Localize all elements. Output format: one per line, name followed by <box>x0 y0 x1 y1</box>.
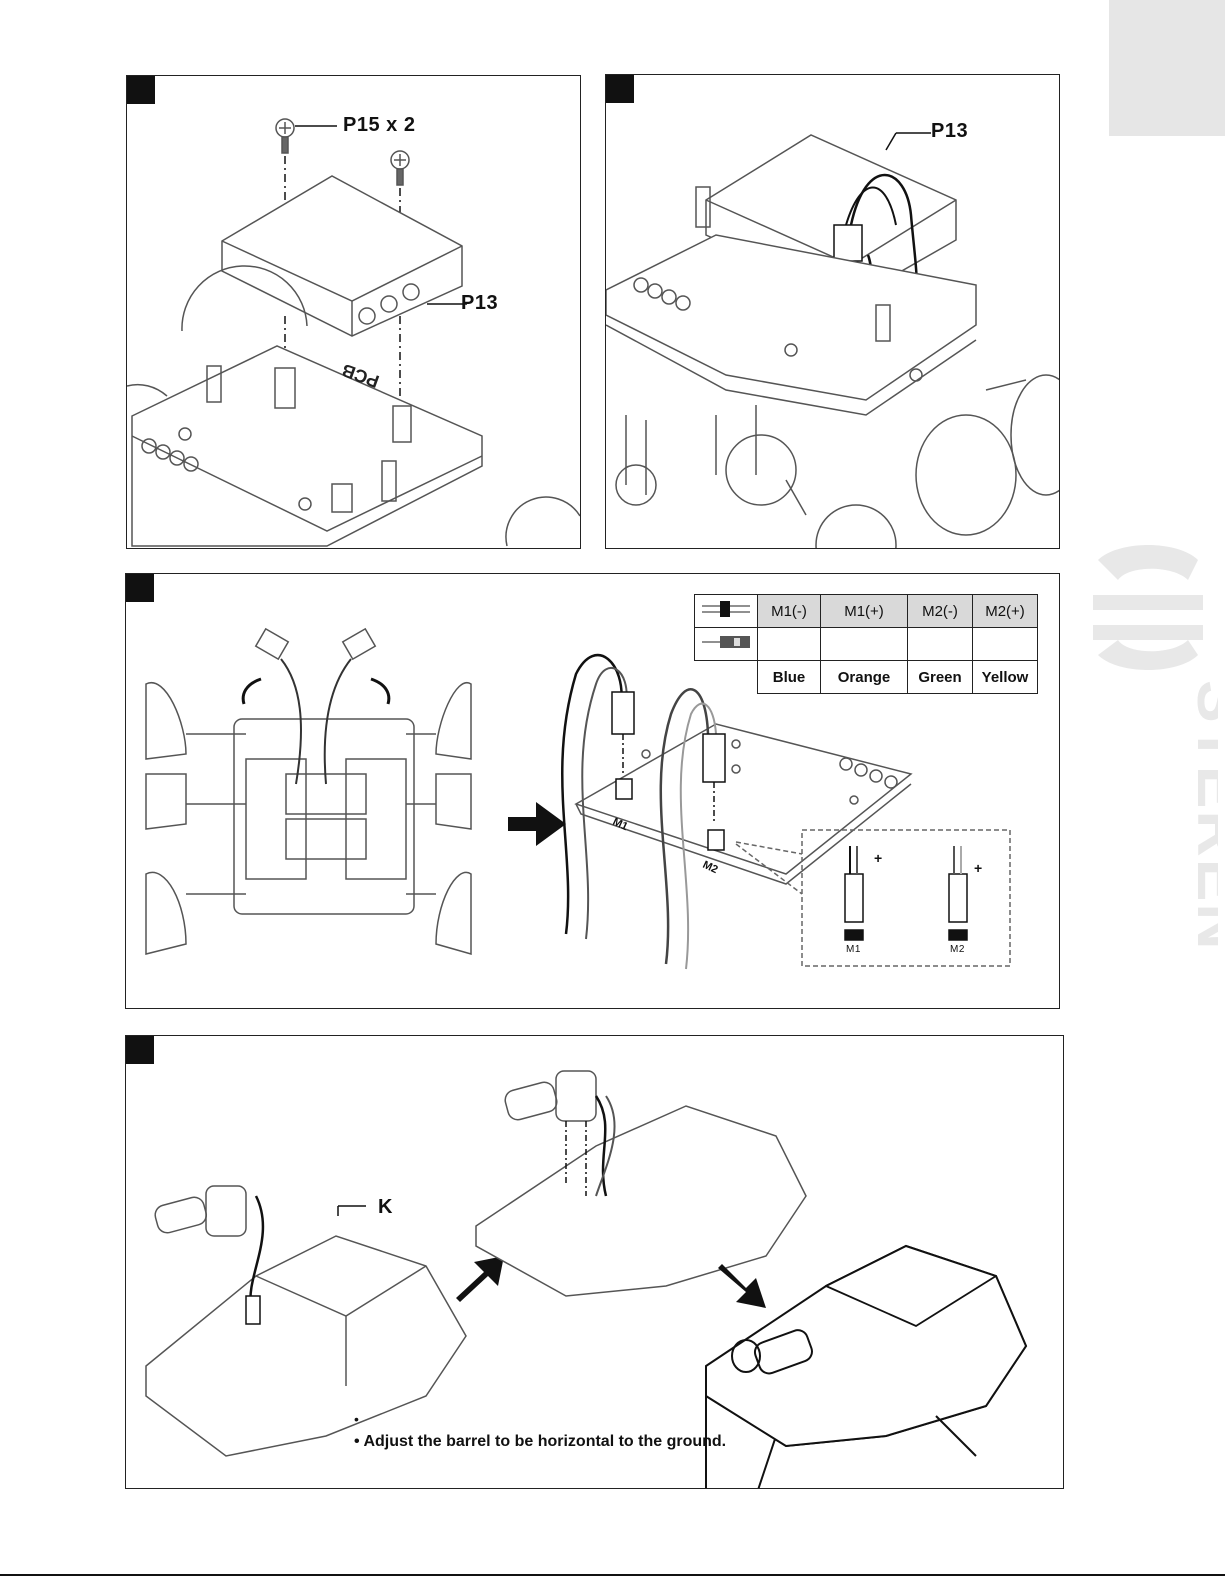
page-bottom-rule <box>0 1574 1225 1576</box>
note-bullet: • <box>354 1411 359 1427</box>
holder-label: P13 <box>461 292 498 315</box>
part-k-label: K <box>378 1196 393 1219</box>
step-panel-1: PCB P15 x 2 P13 <box>126 75 581 549</box>
steren-logo-text: STEREN <box>1184 680 1218 952</box>
battery-holder-mount-illustration: PCB <box>127 76 580 548</box>
holder-label: P13 <box>931 120 968 143</box>
motor-wiring-illustration: M1 M2 <box>126 574 1059 1008</box>
step-panel-4: K • • Adjust the barrel to be horizontal… <box>125 1035 1064 1489</box>
page-corner-tab <box>1109 0 1225 136</box>
m2-detail-label: M2 <box>950 944 965 955</box>
step-panel-2: P13 <box>605 74 1060 549</box>
battery-connector-illustration <box>606 75 1059 548</box>
steren-logo: STEREN <box>1078 540 1218 960</box>
plus-mark: + <box>874 850 883 866</box>
plus-mark: + <box>974 860 983 876</box>
screw-icon <box>391 151 409 185</box>
screw-label: P15 x 2 <box>343 114 415 137</box>
step-panel-3: M1(-) M1(+) M2(-) M2(+) Blue Orange Gree… <box>125 573 1060 1009</box>
screw-icon <box>276 119 294 153</box>
barrel-mount-illustration <box>126 1036 1063 1488</box>
m2-board-label: M2 <box>701 859 720 876</box>
m1-detail-label: M1 <box>846 944 861 955</box>
barrel-adjust-note: • Adjust the barrel to be horizontal to … <box>354 1433 726 1451</box>
